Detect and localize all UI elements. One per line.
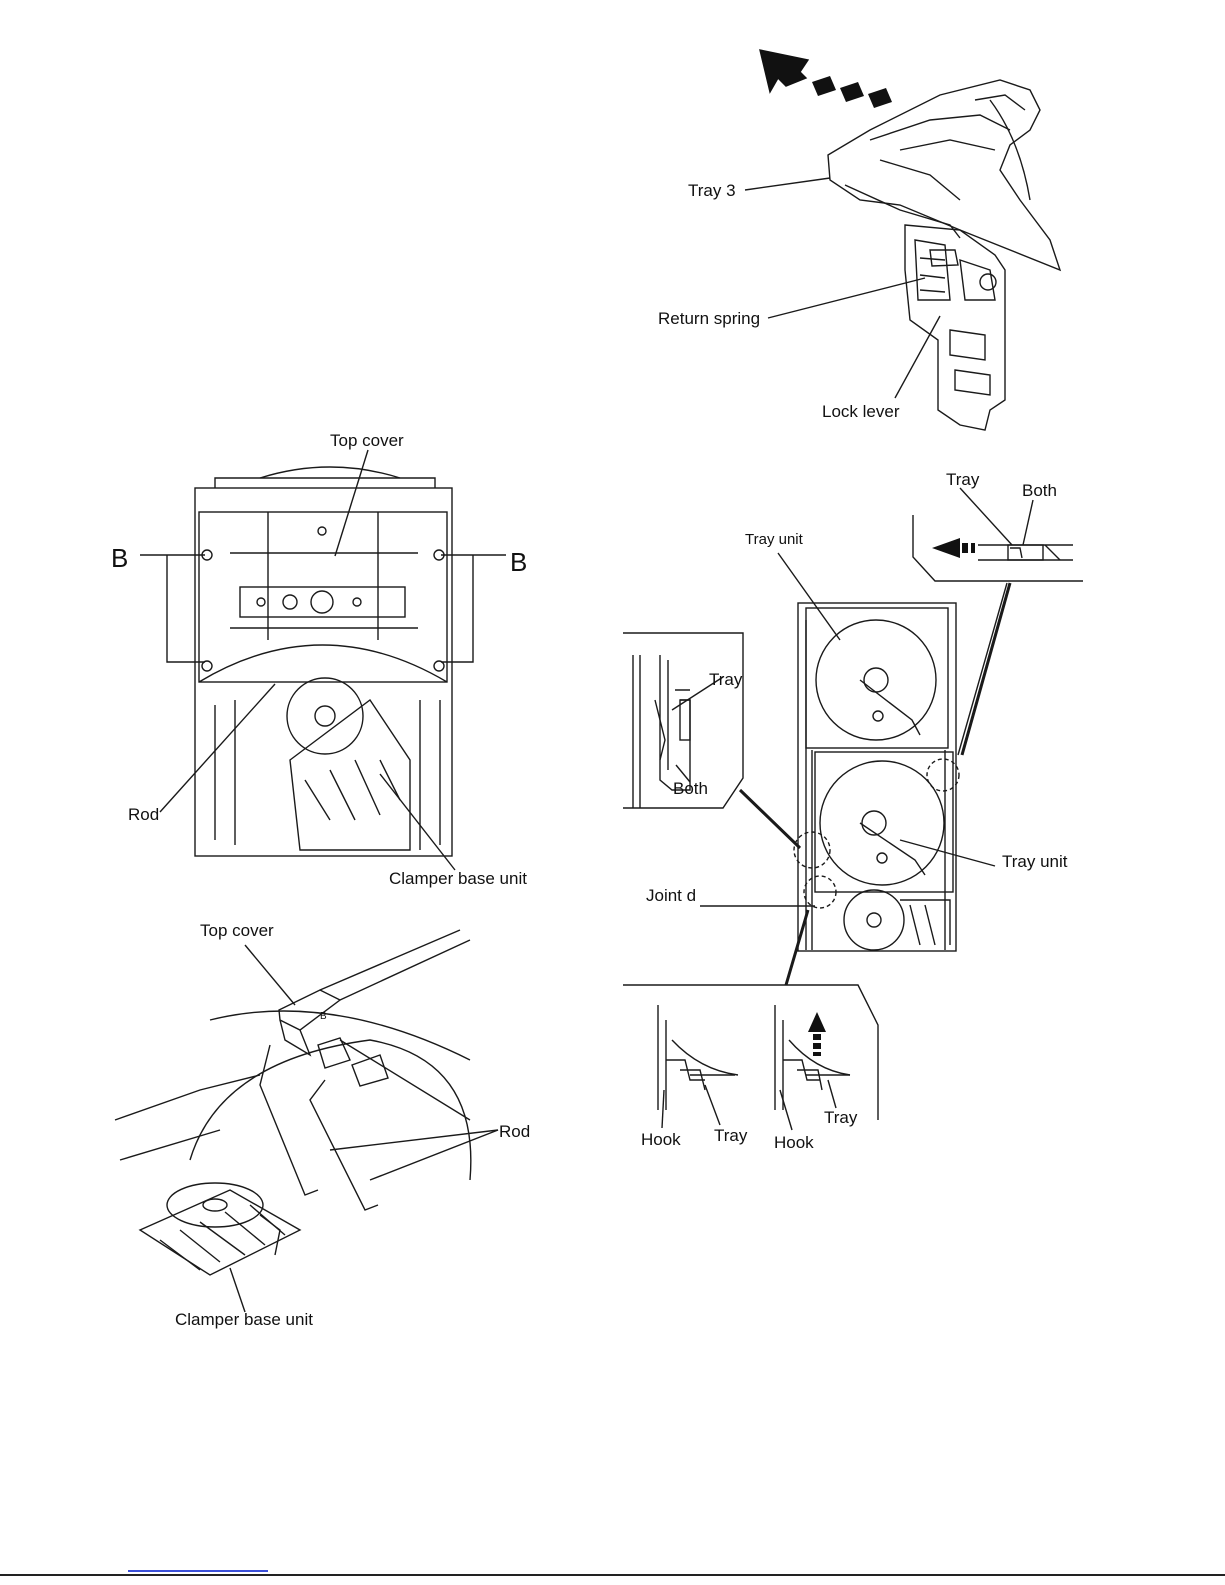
label-tray-top: Tray — [946, 471, 979, 488]
label-both-top: Both — [1022, 482, 1057, 499]
label-tray-bottom-1: Tray — [714, 1127, 747, 1144]
label-b-right: B — [510, 549, 527, 575]
label-clamper-base-unit-1: Clamper base unit — [389, 870, 527, 887]
footer-link-underline[interactable] — [128, 1570, 268, 1572]
label-top-cover-1: Top cover — [330, 432, 404, 449]
top-cover-plate — [199, 512, 447, 682]
label-tray3: Tray 3 — [688, 182, 736, 199]
label-b-left: B — [111, 545, 128, 571]
label-rod-1: Rod — [128, 806, 159, 823]
label-tray-unit-top: Tray unit — [745, 532, 803, 547]
lock-lever-part — [905, 225, 1005, 430]
figure-top-cover-plan — [140, 450, 506, 870]
direction-arrow — [760, 50, 808, 92]
label-top-cover-2: Top cover — [200, 922, 274, 939]
chassis-outline — [195, 488, 452, 856]
label-clamper-base-unit-2: Clamper base unit — [175, 1311, 313, 1328]
label-joint-d: Joint d — [646, 887, 696, 904]
label-both-left-inset: Both — [673, 780, 708, 797]
rod-part — [260, 1045, 318, 1195]
inset-bottom — [623, 985, 878, 1120]
label-tray-unit-right: Tray unit — [1002, 853, 1068, 870]
figure-tray-unit — [623, 488, 1083, 1130]
label-tray-left-inset: Tray — [709, 671, 742, 688]
label-small-b: B — [320, 1012, 327, 1022]
label-hook-2: Hook — [774, 1134, 814, 1151]
figure-tray3-lock-lever — [745, 50, 1060, 430]
footer-rule — [0, 1574, 1225, 1576]
label-rod-2: Rod — [499, 1123, 530, 1140]
direction-arrow-dashes — [812, 76, 892, 108]
label-return-spring: Return spring — [658, 310, 760, 327]
label-tray-bottom-2: Tray — [824, 1109, 857, 1126]
label-hook-1: Hook — [641, 1131, 681, 1148]
up-arrow-head — [808, 1012, 826, 1032]
figure-top-cover-rod — [115, 930, 498, 1312]
label-lock-lever: Lock lever — [822, 403, 899, 420]
